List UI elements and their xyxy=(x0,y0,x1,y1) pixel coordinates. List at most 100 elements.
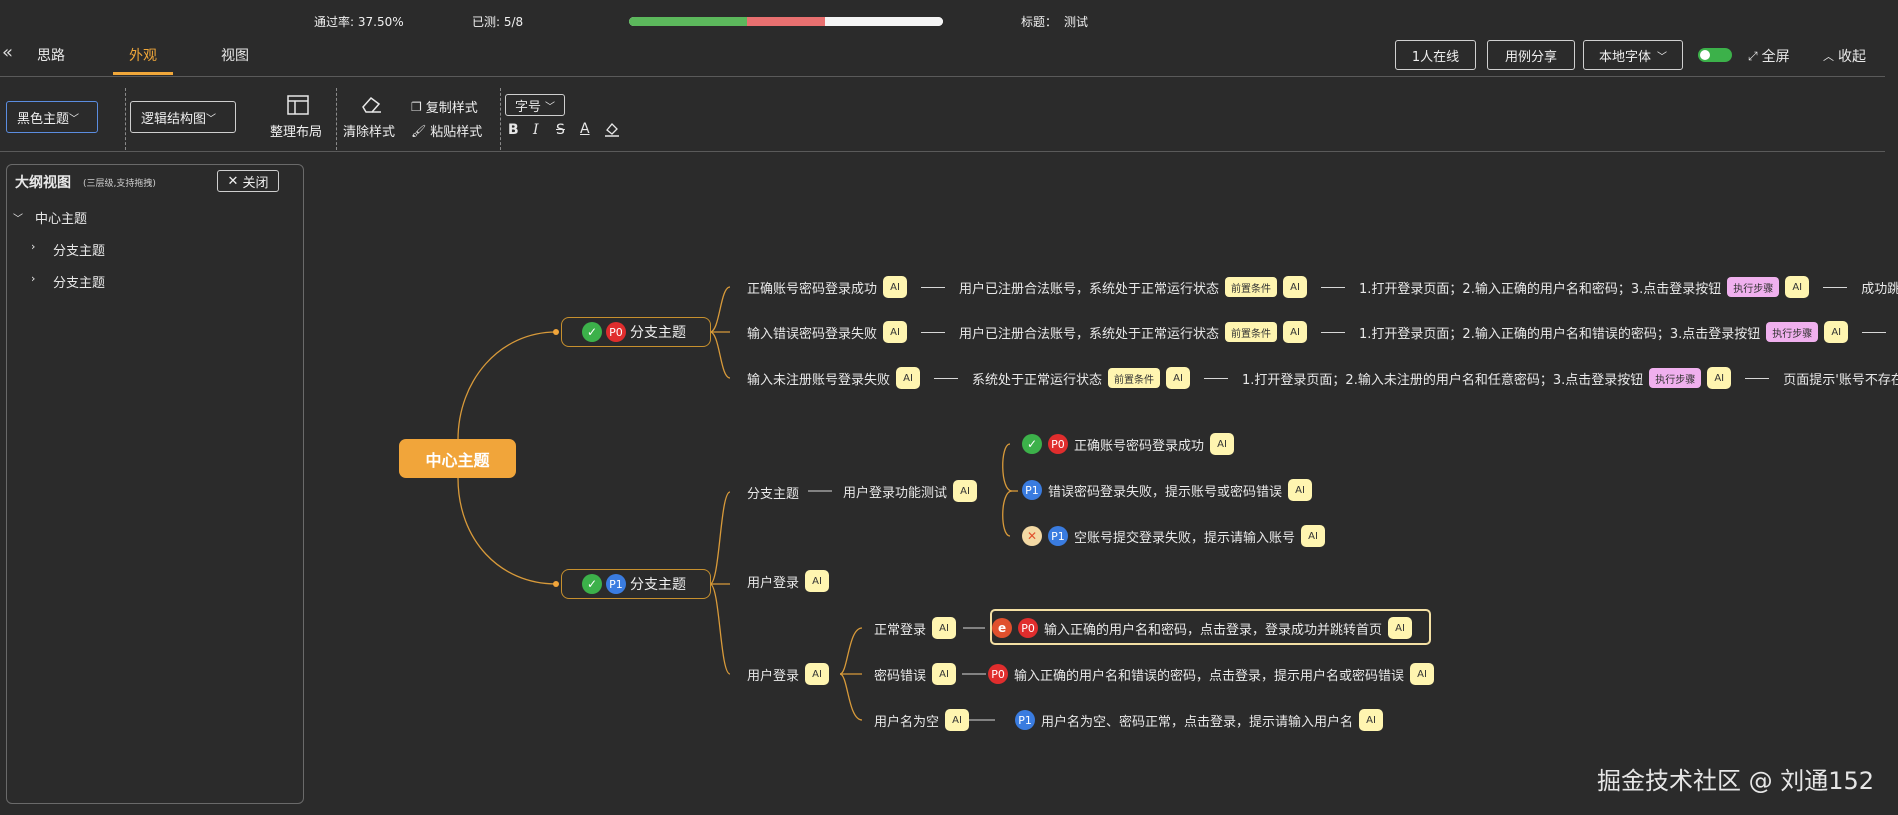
italic-icon[interactable]: I xyxy=(533,122,539,138)
strikethrough-icon[interactable]: S xyxy=(556,122,565,138)
ai-button[interactable]: AI xyxy=(1210,433,1235,455)
ai-button[interactable]: AI xyxy=(1388,617,1413,639)
center-topic[interactable]: 中心主题 xyxy=(399,439,516,478)
case-title[interactable]: 输入错误密码登录失败 xyxy=(747,326,878,342)
chevron-right-icon[interactable]: › xyxy=(31,272,36,285)
steps-text[interactable]: 1.打开登录页面；2.输入正确的用户名和错误的密码；3.点击登录按钮 xyxy=(1359,326,1761,342)
ai-button[interactable]: AI xyxy=(932,663,957,685)
precondition-text[interactable]: 系统处于正常运行状态 xyxy=(972,372,1103,388)
font-select[interactable]: 本地字体﹀ xyxy=(1583,40,1683,70)
steps-text[interactable]: 1.打开登录页面；2.输入正确的用户名和密码；3.点击登录按钮 xyxy=(1359,281,1722,297)
ai-button[interactable]: AI xyxy=(883,321,908,343)
outline-root-item[interactable]: 中心主题 xyxy=(35,212,88,227)
bold-icon[interactable]: B xyxy=(508,122,519,138)
steps-text[interactable]: 1.打开登录页面；2.输入未注册的用户名和任意密码；3.点击登录按钮 xyxy=(1242,372,1644,388)
copy-icon: ❐ xyxy=(411,99,422,114)
collapse-sidebar-icon[interactable]: « xyxy=(2,42,14,63)
tidy-layout-button[interactable]: 整理布局 xyxy=(270,125,323,140)
close-label: 关闭 xyxy=(242,175,269,191)
ai-button[interactable]: AI xyxy=(1283,321,1308,343)
toolbar-separator xyxy=(336,88,337,150)
tab-thinking[interactable]: 思路 xyxy=(37,48,65,64)
outline-child-item[interactable]: 分支主题 xyxy=(53,244,106,259)
connector-line xyxy=(1321,331,1346,333)
precondition-text[interactable]: 用户已注册合法账号，系统处于正常运行状态 xyxy=(959,281,1220,297)
ai-button[interactable]: AI xyxy=(1410,663,1435,685)
sub-topic[interactable]: 分支主题 xyxy=(747,487,800,502)
font-color-icon[interactable]: A xyxy=(580,121,590,137)
ai-button[interactable]: AI xyxy=(805,663,830,685)
case-label[interactable]: 用户名为空 xyxy=(874,714,940,730)
test-case-row: 密码错误 AI P0 输入正确的用户名和错误的密码，点击登录，提示用户名或密码错… xyxy=(874,663,1435,685)
progress-pass-segment xyxy=(629,17,747,26)
case-label[interactable]: 正常登录 xyxy=(874,622,927,638)
tab-appearance[interactable]: 外观 xyxy=(129,48,157,64)
case-title[interactable]: 空账号提交登录失败，提示请输入账号 xyxy=(1074,530,1296,546)
ai-button[interactable]: AI xyxy=(945,709,970,731)
online-users-button[interactable]: 1人在线 xyxy=(1395,40,1476,70)
ai-button[interactable]: AI xyxy=(1301,525,1326,547)
paste-style-button[interactable]: 🖌粘贴样式 xyxy=(411,121,482,141)
fill-color-icon[interactable] xyxy=(604,121,620,141)
sub-topic[interactable]: 用户登录 xyxy=(747,668,800,684)
branch-label: 分支主题 xyxy=(630,577,686,593)
branch-topic[interactable]: ✓ P1 分支主题 xyxy=(561,569,711,599)
font-size-label: 字号 xyxy=(514,99,541,115)
outline-child-item[interactable]: 分支主题 xyxy=(53,276,106,291)
ai-button[interactable]: AI xyxy=(1359,709,1384,731)
case-title[interactable]: 正确账号密码登录成功 xyxy=(1074,438,1205,454)
expected-result-text[interactable]: 成功跳 xyxy=(1861,281,1898,297)
tab-view[interactable]: 视图 xyxy=(221,48,249,64)
feature-topic[interactable]: 用户登录功能测试 xyxy=(843,485,948,501)
ai-button[interactable]: AI xyxy=(1166,367,1191,389)
watermark: 掘金技术社区 @ 刘通152 xyxy=(1597,767,1875,795)
theme-select[interactable]: 黑色主题﹀ xyxy=(6,101,98,133)
structure-select[interactable]: 逻辑结构图﹀ xyxy=(130,101,236,133)
case-title[interactable]: 输入未注册账号登录失败 xyxy=(747,372,891,388)
close-icon: ✕ xyxy=(227,173,239,189)
clear-style-button[interactable]: 清除样式 xyxy=(343,125,396,140)
progress-fail-segment xyxy=(746,17,826,26)
case-title[interactable]: 输入正确的用户名和密码，点击登录，登录成功并跳转首页 xyxy=(1044,622,1383,638)
ai-button[interactable]: AI xyxy=(896,367,921,389)
collapse-button[interactable]: ︿收起 xyxy=(1823,46,1866,66)
fullscreen-button[interactable]: ⤢全屏 xyxy=(1748,46,1790,66)
ai-button[interactable]: AI xyxy=(1785,276,1810,298)
chevron-down-icon: ﹀ xyxy=(206,113,217,125)
test-case-row: 正确账号密码登录成功 AI 用户已注册合法账号，系统处于正常运行状态 前置条件 … xyxy=(747,276,1898,298)
case-title[interactable]: 用户名为空、密码正常，点击登录，提示请输入用户名 xyxy=(1041,714,1354,730)
sub-topic[interactable]: 用户登录 xyxy=(747,575,800,591)
font-size-select[interactable]: 字号﹀ xyxy=(505,94,565,116)
ai-button[interactable]: AI xyxy=(1824,321,1849,343)
ai-button[interactable]: AI xyxy=(953,480,978,502)
case-title[interactable]: 正确账号密码登录成功 xyxy=(747,281,878,297)
outline-close-button[interactable]: ✕关闭 xyxy=(217,170,279,192)
chevron-right-icon[interactable]: › xyxy=(31,240,36,253)
ai-button[interactable]: AI xyxy=(932,617,957,639)
chevron-down-icon[interactable]: ﹀ xyxy=(13,214,23,225)
case-title[interactable]: 错误密码登录失败，提示账号或密码错误 xyxy=(1048,484,1283,500)
pass-rate: 通过率: 37.50% xyxy=(314,15,404,29)
case-title[interactable]: 输入正确的用户名和错误的密码，点击登录，提示用户名或密码错误 xyxy=(1014,668,1405,684)
branch-topic[interactable]: ✓ P0 分支主题 xyxy=(561,317,711,347)
expected-result-text[interactable]: 页面提示'账号不存在 xyxy=(1783,372,1898,388)
ai-button[interactable]: AI xyxy=(1283,276,1308,298)
test-case-row: P1 错误密码登录失败，提示账号或密码错误 AI xyxy=(1022,479,1313,501)
precondition-text[interactable]: 用户已注册合法账号，系统处于正常运行状态 xyxy=(959,326,1220,342)
ai-button[interactable]: AI xyxy=(1707,367,1732,389)
connector-line xyxy=(921,286,946,288)
ai-button[interactable]: AI xyxy=(1288,479,1313,501)
check-icon: ✓ xyxy=(582,574,602,594)
copy-style-button[interactable]: ❐复制样式 xyxy=(411,97,478,117)
share-case-button[interactable]: 用例分享 xyxy=(1487,40,1575,70)
ai-button[interactable]: AI xyxy=(883,276,908,298)
format-painter-icon: 🖌 xyxy=(411,123,427,138)
outline-panel xyxy=(6,164,304,804)
case-label[interactable]: 密码错误 xyxy=(874,668,927,684)
structure-select-label: 逻辑结构图 xyxy=(141,111,207,127)
theme-toggle[interactable] xyxy=(1698,48,1732,62)
expand-icon: ⤢ xyxy=(1748,48,1758,63)
toolbar-divider xyxy=(0,151,1885,152)
ai-button[interactable]: AI xyxy=(805,570,830,592)
